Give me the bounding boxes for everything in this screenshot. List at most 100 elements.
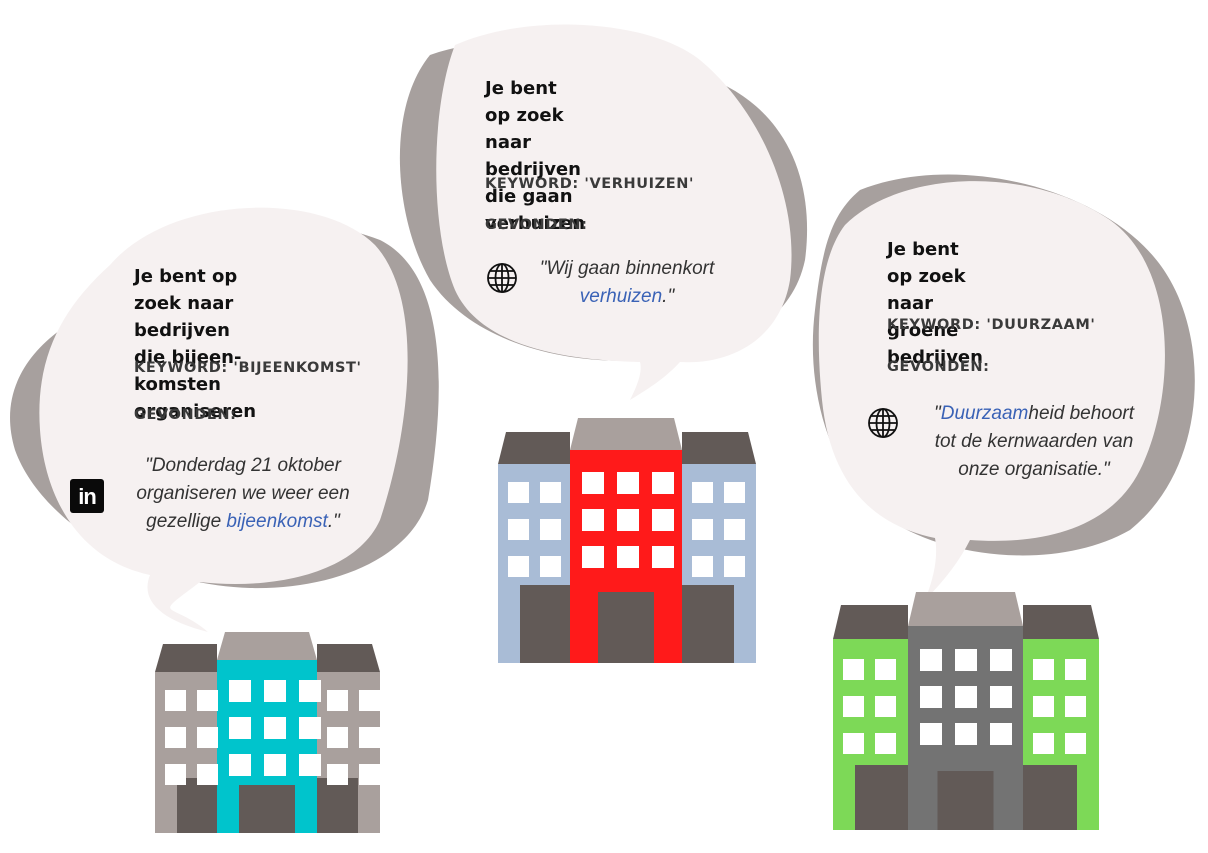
window bbox=[540, 482, 561, 503]
window bbox=[1065, 696, 1086, 717]
card-3-quote-line-3: onze organisatie." bbox=[958, 459, 1110, 480]
window bbox=[1033, 659, 1054, 680]
window bbox=[229, 717, 251, 739]
card-3-title-line-2: groene bedrijven bbox=[887, 320, 983, 368]
card-2-quote-line-1: "Wij gaan binnenkort bbox=[539, 258, 715, 279]
window bbox=[264, 754, 286, 776]
window bbox=[508, 556, 529, 577]
window bbox=[692, 519, 713, 540]
window bbox=[724, 519, 745, 540]
card-2-found-label: GEVONDEN: bbox=[485, 217, 588, 233]
window bbox=[990, 649, 1012, 671]
window bbox=[724, 556, 745, 577]
speech-bubble-2-body bbox=[436, 24, 792, 400]
window bbox=[692, 556, 713, 577]
window bbox=[875, 696, 896, 717]
window bbox=[197, 690, 218, 711]
card-3-quote-line-2: tot de kernwaarden van bbox=[934, 431, 1134, 452]
card-1-quote-line-2: organiseren we weer een bbox=[136, 483, 350, 504]
door bbox=[239, 785, 295, 833]
window bbox=[990, 723, 1012, 745]
window bbox=[875, 733, 896, 754]
window bbox=[165, 764, 186, 785]
roof-left bbox=[498, 432, 570, 464]
window bbox=[1033, 696, 1054, 717]
window bbox=[299, 717, 321, 739]
card-1-keyword-highlight: bijeenkomst bbox=[226, 511, 328, 532]
card-2-keyword-highlight: verhuizen bbox=[579, 286, 663, 307]
window bbox=[327, 690, 348, 711]
window bbox=[359, 690, 380, 711]
card-1-title: Je bent op zoek naar bedrijven die bijee… bbox=[134, 263, 256, 425]
window bbox=[990, 686, 1012, 708]
window bbox=[264, 717, 286, 739]
window bbox=[955, 649, 977, 671]
card-3-keyword: KEYWORD: 'DUURZAAM' bbox=[887, 317, 1096, 333]
window bbox=[508, 519, 529, 540]
window bbox=[359, 764, 380, 785]
window bbox=[229, 754, 251, 776]
card-1-quote-line-1: "Donderdag 21 oktober bbox=[145, 455, 341, 476]
window bbox=[875, 659, 896, 680]
speech-bubble-3 bbox=[812, 174, 1195, 600]
card-3-quote: "Duurzaamheid behoort tot de kernwaarden… bbox=[914, 400, 1154, 484]
window bbox=[920, 723, 942, 745]
window bbox=[165, 690, 186, 711]
window bbox=[617, 472, 639, 494]
card-1-quote: "Donderdag 21 oktober organiseren we wee… bbox=[108, 452, 378, 536]
roof-right bbox=[1023, 605, 1099, 639]
card-3-found-label: GEVONDEN: bbox=[887, 359, 990, 375]
window bbox=[299, 754, 321, 776]
card-3-quote-line-1: "Duurzaamheid behoort bbox=[933, 403, 1135, 424]
window bbox=[327, 727, 348, 748]
card-1-title-line-3: komsten organiseren bbox=[134, 374, 257, 422]
speech-bubble-1 bbox=[10, 207, 439, 632]
window bbox=[165, 727, 186, 748]
card-1-keyword: KEYWORD: 'BIJEENKOMST' bbox=[134, 360, 362, 376]
roof-right bbox=[682, 432, 756, 464]
card-2-quote: "Wij gaan binnenkort verhuizen." bbox=[520, 255, 734, 311]
roof-center bbox=[217, 632, 317, 660]
globe-icon bbox=[487, 263, 517, 293]
window bbox=[920, 649, 942, 671]
card-1-found-label: GEVONDEN: bbox=[134, 407, 237, 423]
door bbox=[598, 592, 654, 663]
door bbox=[937, 771, 994, 830]
window bbox=[843, 733, 864, 754]
window bbox=[540, 556, 561, 577]
roof-right bbox=[317, 644, 380, 672]
card-2-quote-line-2: verhuizen." bbox=[579, 286, 675, 307]
window bbox=[1065, 659, 1086, 680]
window bbox=[582, 472, 604, 494]
window bbox=[327, 764, 348, 785]
card-3-title: Je bent op zoek naar groene bedrijven bbox=[887, 236, 983, 371]
window bbox=[229, 680, 251, 702]
window bbox=[197, 764, 218, 785]
window bbox=[652, 546, 674, 568]
building-3 bbox=[833, 592, 1099, 830]
window bbox=[692, 482, 713, 503]
window bbox=[540, 519, 561, 540]
window bbox=[617, 509, 639, 531]
card-3-title-line-1: Je bent op zoek naar bbox=[887, 239, 966, 314]
card-2-title-line-1: Je bent op zoek naar bbox=[485, 78, 564, 153]
roof-center bbox=[908, 592, 1023, 626]
window bbox=[843, 659, 864, 680]
speech-bubble-3-body bbox=[818, 181, 1165, 600]
window bbox=[724, 482, 745, 503]
window bbox=[955, 723, 977, 745]
building-2 bbox=[498, 418, 756, 663]
window bbox=[955, 686, 977, 708]
window bbox=[617, 546, 639, 568]
window bbox=[197, 727, 218, 748]
card-1-title-line-1: Je bent op zoek naar bbox=[134, 266, 238, 314]
card-3-keyword-highlight: Duurzaam bbox=[940, 403, 1029, 424]
window bbox=[920, 686, 942, 708]
window bbox=[582, 509, 604, 531]
window bbox=[264, 680, 286, 702]
speech-bubble-2 bbox=[399, 24, 808, 400]
card-2-title-line-2: bedrijven die gaan bbox=[485, 159, 581, 207]
card-2-keyword: KEYWORD: 'VERHUIZEN' bbox=[485, 176, 695, 192]
window bbox=[582, 546, 604, 568]
window bbox=[359, 727, 380, 748]
